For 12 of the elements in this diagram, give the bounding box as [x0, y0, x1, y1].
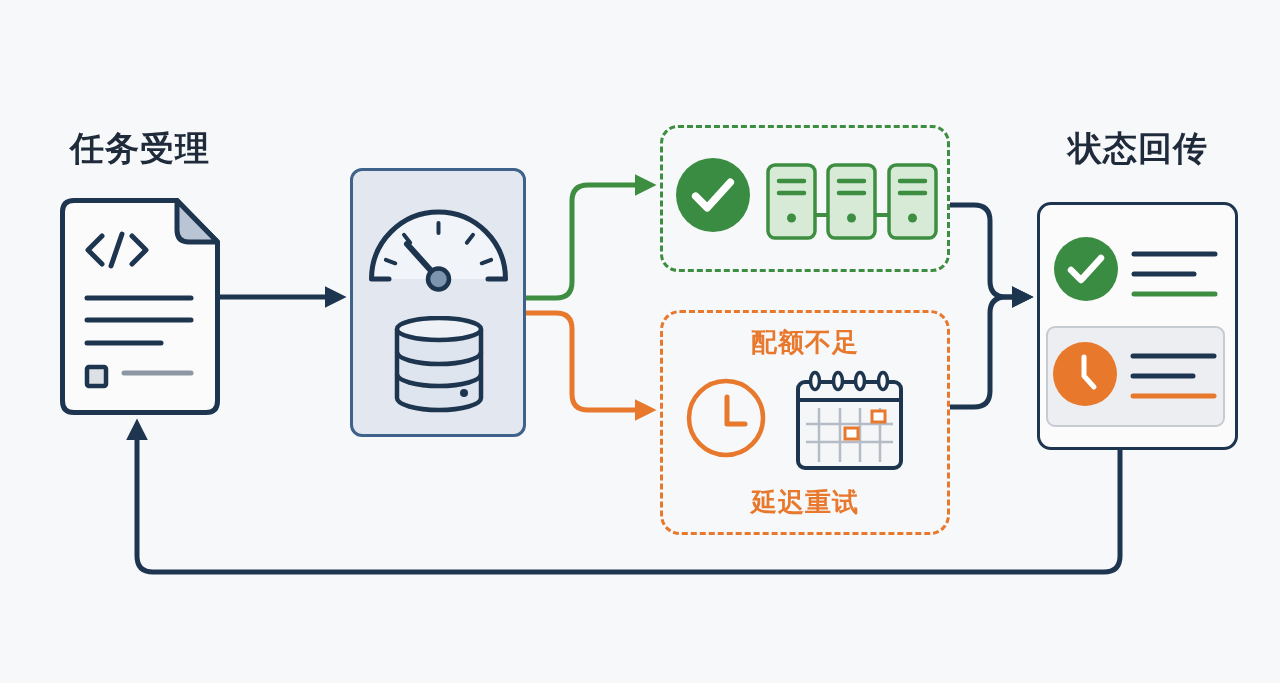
process-panel — [350, 168, 526, 437]
arrow — [950, 286, 1034, 410]
arrow — [220, 286, 347, 308]
node-heading: 任务受理 — [70, 128, 210, 168]
arrow — [126, 418, 1123, 575]
group-caption: 延迟重试 — [751, 486, 859, 518]
node-heading: 状态回传 — [1067, 128, 1208, 168]
arrow — [526, 310, 657, 421]
arrow — [526, 174, 657, 301]
dashed-group-panel — [660, 310, 950, 535]
dashed-group-panel — [660, 125, 950, 272]
group-caption: 配额不足 — [751, 326, 859, 358]
